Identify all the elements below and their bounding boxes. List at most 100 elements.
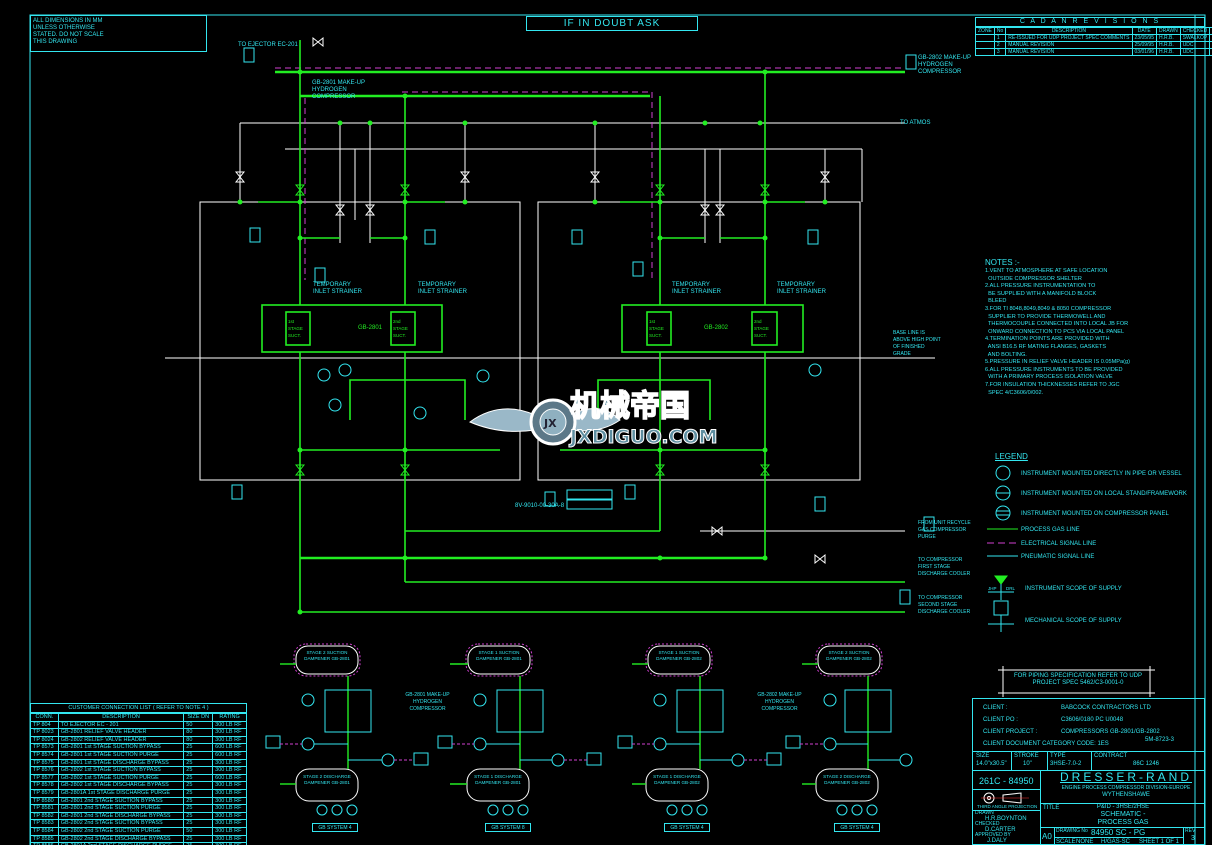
revision-cell: UNDOPP: [1209, 48, 1212, 56]
base-line-note: BASE LINE IS ABOVE HIGH POINT OF FINISHE…: [893, 330, 941, 357]
system-label: GB SYSTEM 4: [834, 823, 880, 832]
connection-cell: GB-2801A 2nd STAGE DISCHARGE PURGE: [57, 842, 185, 845]
note-line: AND BOLTING.: [985, 351, 1027, 358]
drawing-code: H/GAS-SC: [1101, 839, 1131, 845]
connection-cell: GB-2801A 1st STAGE DISCHARGE PURGE: [57, 788, 185, 798]
connection-cell: 300 LB RF: [212, 735, 247, 745]
drawing-title: PROCESS GAS: [1097, 819, 1149, 826]
compressor-gb-2801: [261, 304, 443, 353]
note-line: THERMOCOUPLE CONNECTED INTO LOCAL JB FOR: [985, 321, 1129, 328]
connection-row: TP 8586GB-2801A 2nd STAGE DISCHARGE PURG…: [30, 842, 247, 845]
notes-section: NOTES :- 1.VENT TO ATMOSPHERE AT SAFE LO…: [985, 258, 1185, 397]
drawing-title: SCHEMATIC -: [1100, 811, 1146, 818]
suction-dampener-label: STAGE 2 SUCTION DAMPENER GB-2802: [826, 650, 872, 661]
sheet-size: A0: [1042, 832, 1052, 841]
revision-cell: 25/09/95: [1131, 41, 1157, 49]
compressor-gb-2802: [621, 304, 804, 353]
connection-cell: 25: [183, 781, 214, 790]
revision-cell: UDC: [1179, 41, 1211, 49]
client-value: BABCOCK CONTRACTORS LTD: [1061, 705, 1151, 711]
drawing-number: 84950 SC - PG: [1091, 828, 1146, 837]
discharge-label: TO COMPRESSOR SECOND STAGE DISCHARGE COO…: [918, 595, 971, 615]
type-value: 3HSE-7.0-2: [1050, 761, 1082, 767]
connection-cell: 80: [183, 735, 214, 745]
revision-cell: 1: [993, 34, 1007, 42]
square-tp-icon: [993, 600, 1009, 616]
system-label: GB SYSTEM 4: [664, 823, 710, 832]
connection-cell: GB-2802 2nd STAGE SUCTION PURGE: [57, 826, 185, 836]
corner-note-line: ALL DIMENSIONS IN MM: [33, 18, 103, 24]
connection-cell: TP 8583: [30, 819, 59, 828]
connection-cell: TP 8576: [30, 766, 59, 775]
connection-cell: 25: [183, 743, 214, 752]
scale-value: NONE: [1076, 839, 1094, 845]
revision-cell: MANUAL REVISION: [1005, 48, 1133, 56]
valve-icons: [234, 36, 831, 565]
revision-cell: H.R.B.: [1155, 34, 1181, 42]
connection-cell: TP 8579: [30, 788, 59, 798]
note-line: 3.FOR TI 8048,8049,8049 & 8050 COMPRESSO…: [985, 305, 1112, 312]
revision-header: DESCRIPTION: [1005, 27, 1133, 35]
connection-cell: GB-2802 1st STAGE DISCHARGE BYPASS: [57, 781, 185, 790]
connection-header: RATING: [212, 713, 247, 722]
connection-cell: 25: [183, 796, 214, 806]
stage-label: 2nd STAGE SUCT.: [393, 319, 408, 338]
note-line: OUTSIDE COMPRESSOR SHELTER: [985, 275, 1082, 282]
connection-cell: 300 LB RF: [212, 758, 247, 768]
connection-cell: 25: [183, 804, 214, 813]
revision-cell: [975, 34, 995, 42]
compressor-tag: GB-2802: [704, 325, 729, 331]
revision-header: CHECKED: [1179, 27, 1211, 35]
rev-label: REV: [1185, 828, 1196, 834]
type-label: TYPE: [1050, 753, 1066, 759]
note-line: ANSI B16.5 RF MATING FLANGES, GASKETS: [985, 343, 1107, 350]
project-value: COMPRESSORS GB-2801/GB-2802: [1061, 729, 1160, 735]
checked-value: D.CARTER: [985, 827, 1016, 833]
connection-cell: 300 LB RF: [212, 781, 247, 790]
connection-cell: 25: [183, 811, 214, 821]
connection-cell: GB-2801 2nd STAGE SUCTION BYPASS: [57, 796, 185, 806]
connection-cell: GB-2801 RELIEF VALVE HEADER: [57, 728, 185, 737]
circle-icon: [995, 465, 1011, 481]
connection-cell: TO EJECTOR EC - 201: [57, 720, 185, 730]
revision-cell: RE-ISSUED FOR UDP PROJECT SPEC COMMENTS: [1005, 34, 1133, 42]
connection-cell: GB-2801 2nd STAGE DISCHARGE BYPASS: [57, 811, 185, 821]
rev-value: 3: [1191, 835, 1195, 842]
circle-double-line-icon: [995, 505, 1011, 521]
legend-label: INSTRUMENT MOUNTED ON COMPRESSOR PANEL: [1021, 511, 1169, 517]
drawing-title: P&ID - 3HSE/2HSE: [1096, 804, 1150, 810]
discharge-dampener-label: STAGE 1 DISCHARGE DAMPENER GB-2801: [474, 774, 522, 785]
unit-note: GB-2801 MAKE-UP HYDROGEN COMPRESSOR: [312, 80, 365, 100]
connection-cell: 50: [183, 720, 214, 730]
legend-label: ELECTRICAL SIGNAL LINE: [1021, 541, 1097, 547]
connection-cell: 300 LB RF: [212, 788, 247, 798]
strainer-label: TEMPORARY INLET STRAINER: [418, 282, 467, 295]
connection-header: DESCRIPTION: [57, 713, 185, 722]
connection-cell: GB-2802 2nd STAGE DISCHARGE BYPASS: [57, 834, 185, 844]
connection-cell: GB-2801 2nd STAGE SUCTION PURGE: [57, 804, 185, 813]
client-label: CLIENT :: [983, 705, 1008, 711]
sheet-number: SHEET 1 OF 1: [1139, 839, 1179, 845]
connection-cell: 300 LB RF: [212, 842, 247, 845]
connection-cell: 300 LB RF: [212, 826, 247, 836]
connection-cell: 300 LB RF: [212, 804, 247, 813]
place: WYTHENSHAWE: [1102, 792, 1150, 798]
connection-cell: TP 8581: [30, 804, 59, 813]
connection-cell: 25: [183, 750, 214, 760]
process-gas-lines: [258, 40, 905, 613]
title-label: TITLE: [1043, 805, 1060, 811]
drawing-no-label: DRAWING No: [1056, 828, 1088, 834]
banner: IF IN DOUBT ASK: [526, 16, 698, 31]
revision-cell: [975, 41, 995, 49]
note-line: BLEED: [985, 298, 1007, 305]
stage-label: 1st STAGE SUCT.: [649, 319, 664, 338]
discharge-dampener-label: STAGE 1 DISCHARGE DAMPENER GB-2802: [653, 774, 701, 785]
contract-label: CONTRACT: [1094, 753, 1128, 759]
connection-cell: TP 8575: [30, 758, 59, 768]
legend-label: INSTRUMENT MOUNTED ON LOCAL STAND/FRAMEW…: [1021, 491, 1187, 497]
connection-cell: GB-2802 1st STAGE SUCTION BYPASS: [57, 766, 185, 775]
